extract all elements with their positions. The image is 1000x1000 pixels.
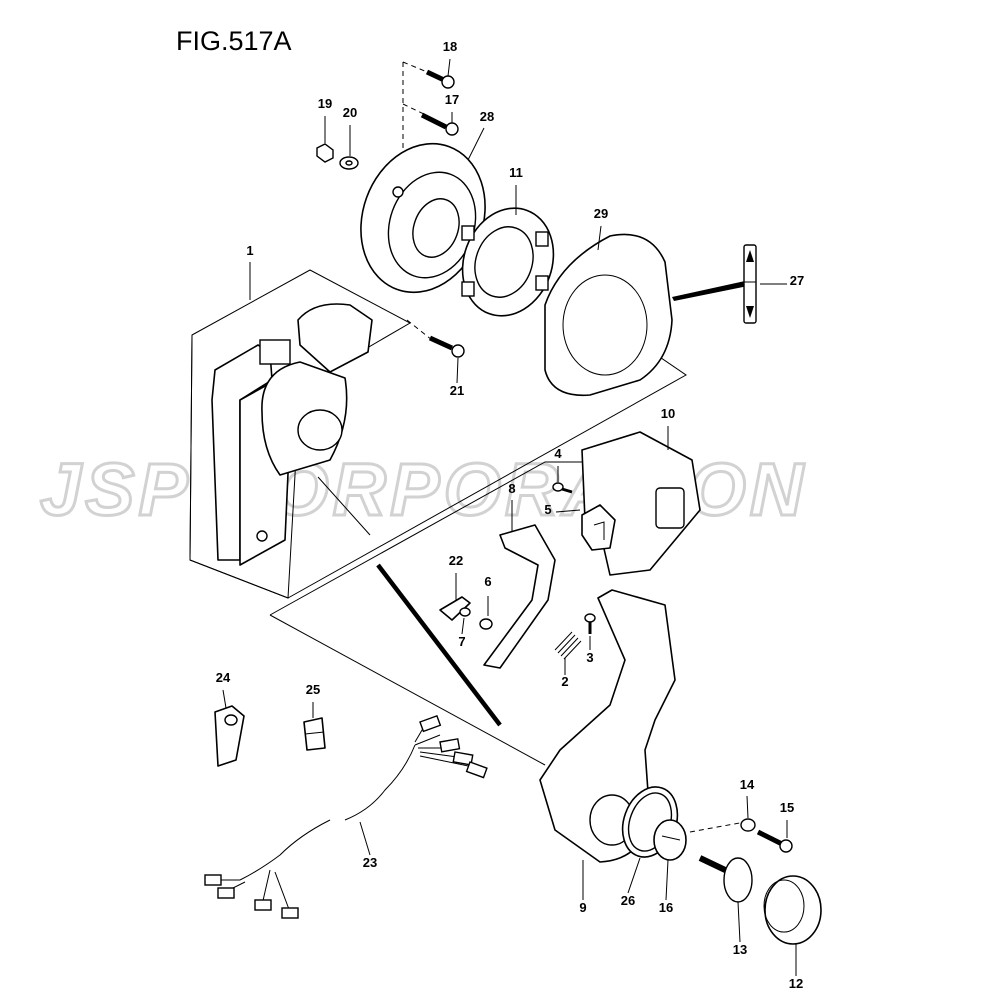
callout-2: 2 [561,674,568,689]
gear-ring-part [461,207,555,317]
retainer-plate-part [653,819,687,861]
callout-1: 1 [246,243,253,258]
fuse-part [743,244,757,324]
callout-29: 29 [594,206,608,221]
callout-10: 10 [661,406,675,421]
figure-title: FIG.517A [176,26,292,56]
callout-16: 16 [659,900,673,915]
cable-guide-line [317,476,371,536]
callout-14: 14 [740,777,755,792]
pin-7-part [459,607,471,617]
washer-14-part [740,818,756,832]
spring-part [554,631,582,660]
callout-9: 9 [579,900,586,915]
callout-6: 6 [484,574,491,589]
washer-6-part [479,618,493,630]
heavy-guide-line [376,563,502,727]
shaft-part [698,855,753,903]
cover-part [544,233,673,397]
callout-11: 11 [509,165,523,180]
pin-4-part [552,482,573,494]
callout-20: 20 [343,105,357,120]
callout-21: 21 [450,383,464,398]
cable-clip-part [303,717,326,751]
callout-23: 23 [363,855,377,870]
pin-3-part [584,613,596,634]
screw-15-part [756,829,793,853]
callout-18: 18 [443,39,457,54]
end-cap-part [763,875,822,945]
callout-27: 27 [790,273,804,288]
callout-3: 3 [586,650,593,665]
callout-labels: 1234567891011121314151617181920212223242… [216,39,804,991]
nut-part [316,143,334,163]
callout-4: 4 [554,446,562,461]
lever-link-part [483,524,556,669]
callout-22: 22 [449,553,463,568]
screw-17-part [420,112,459,136]
callout-19: 19 [318,96,332,111]
screw-axis-line-right [689,821,746,833]
terminal-part [214,705,245,767]
screw-18-part [425,69,455,89]
callout-13: 13 [733,942,747,957]
wire-harness-part [204,714,488,919]
callout-25: 25 [306,682,320,697]
callout-15: 15 [780,800,794,815]
screw-axis-line-mid [402,103,429,117]
spring-clip-part [439,596,471,621]
callout-7: 7 [458,634,465,649]
washer-20-part [339,156,359,170]
callout-8: 8 [508,481,515,496]
callout-leaders [222,58,797,976]
callout-12: 12 [789,976,803,991]
housing-part [211,303,373,566]
callout-28: 28 [480,109,494,124]
screw-21-part [428,335,465,358]
callout-5: 5 [544,502,551,517]
lever-group-outline-bottom [269,614,546,766]
callout-24: 24 [216,670,231,685]
fuse-guide-line [672,281,748,301]
callout-26: 26 [621,893,635,908]
knob-part [581,504,616,551]
callout-17: 17 [445,92,459,107]
screw-axis-line-low [406,319,433,341]
